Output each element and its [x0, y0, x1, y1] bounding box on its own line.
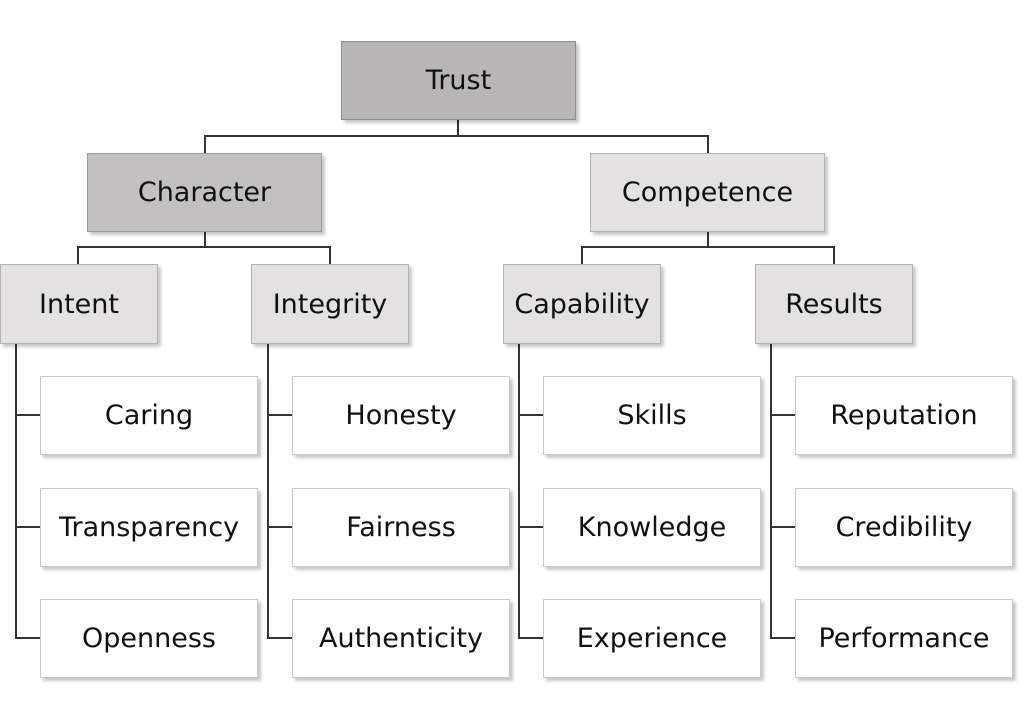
leaf-reputation: Reputation: [795, 376, 1013, 455]
node-integrity: Integrity: [251, 264, 409, 344]
connector-intent-spine: [15, 344, 40, 639]
leaf-credibility: Credibility: [795, 488, 1013, 567]
connector-competence-bar: [581, 246, 835, 264]
node-character: Character: [87, 153, 322, 232]
connector-capability-spine: [518, 344, 543, 639]
leaf-knowledge: Knowledge: [543, 488, 761, 567]
leaf-fairness: Fairness: [292, 488, 510, 567]
connector-integrity-spine: [267, 344, 292, 639]
leaf-experience: Experience: [543, 599, 761, 678]
connector-character-bar: [77, 246, 331, 264]
node-competence: Competence: [590, 153, 825, 232]
leaf-skills: Skills: [543, 376, 761, 455]
leaf-transparency: Transparency: [40, 488, 258, 567]
connector-level1-bar: [204, 135, 709, 153]
node-trust: Trust: [341, 41, 576, 120]
leaf-caring: Caring: [40, 376, 258, 455]
leaf-honesty: Honesty: [292, 376, 510, 455]
leaf-authenticity: Authenticity: [292, 599, 510, 678]
leaf-performance: Performance: [795, 599, 1013, 678]
node-capability: Capability: [503, 264, 661, 344]
node-results: Results: [755, 264, 913, 344]
node-intent: Intent: [0, 264, 158, 344]
leaf-openness: Openness: [40, 599, 258, 678]
connector-results-spine: [770, 344, 795, 639]
